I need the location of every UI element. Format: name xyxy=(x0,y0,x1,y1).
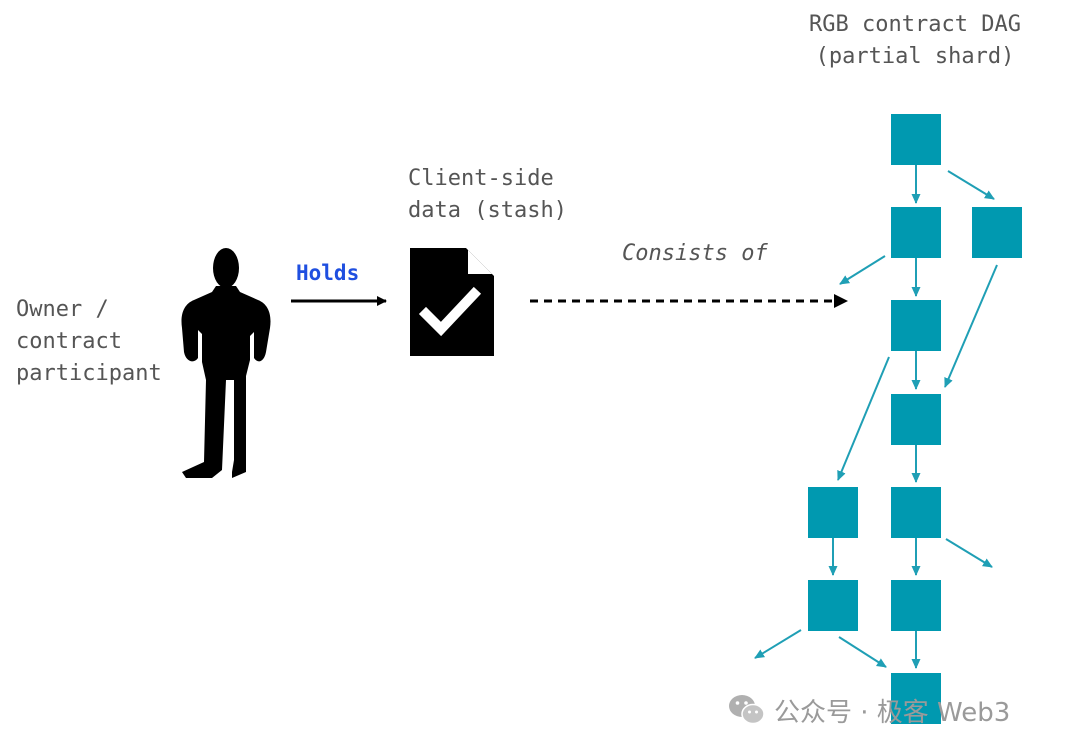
wechat-icon xyxy=(729,695,765,725)
consists-of-arrowhead xyxy=(834,294,848,308)
dag-title-line: (partial shard) xyxy=(815,44,1015,69)
watermark-text: 公众号 · 极客 Web3 xyxy=(774,697,1011,728)
dag-edge xyxy=(754,629,802,659)
dag-node xyxy=(891,300,941,351)
consists-of-label: Consists of xyxy=(622,241,768,266)
dag-node xyxy=(891,487,941,538)
dag-edges xyxy=(754,165,998,669)
dag-node xyxy=(808,487,858,538)
dag-title: RGB contract DAG (partial shard) xyxy=(785,9,1045,73)
dag-title-line: RGB contract DAG xyxy=(809,12,1021,37)
owner-label-line: Owner / xyxy=(16,297,109,322)
dag-node xyxy=(891,580,941,631)
person-silhouette-icon xyxy=(181,248,271,478)
stash-label: Client-side data (stash) xyxy=(408,163,567,227)
holds-label: Holds xyxy=(296,261,360,285)
dag-node xyxy=(891,394,941,445)
owner-label-line: contract xyxy=(16,329,122,354)
dag-edge xyxy=(837,356,890,481)
dag-edge xyxy=(944,264,998,388)
watermark: 公众号 · 极客 Web3 xyxy=(728,690,1010,730)
dag-edge xyxy=(838,636,887,668)
dag-node xyxy=(891,207,941,258)
dag-node xyxy=(972,207,1022,258)
dag-nodes xyxy=(808,114,1022,724)
owner-label: Owner / contract participant xyxy=(16,294,162,390)
dag-node xyxy=(808,580,858,631)
stash-label-line: Client-side xyxy=(408,166,554,191)
dag-edge xyxy=(945,538,993,568)
document-check-icon xyxy=(410,248,494,356)
dag-edge xyxy=(947,170,995,200)
dag-node xyxy=(891,114,941,165)
dag-edge xyxy=(839,255,886,285)
owner-label-line: participant xyxy=(16,361,162,386)
stash-label-line: data (stash) xyxy=(408,198,567,223)
dag-node xyxy=(891,673,941,724)
